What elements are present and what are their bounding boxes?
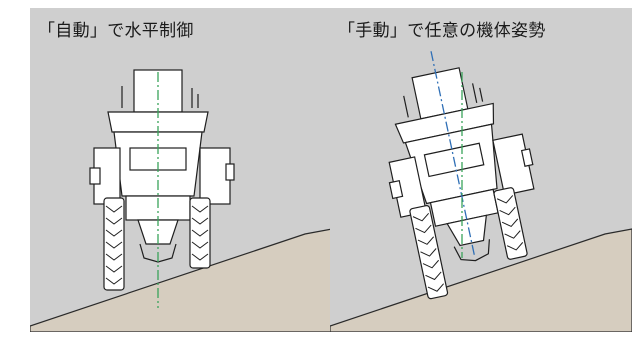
machine-axis-line [430,51,476,257]
manual-posture-panel: 「手動」で任意の機体姿勢 [330,8,632,332]
manual-posture-illustration [330,8,632,332]
auto-level-caption: 「自動」で水平制御 [38,21,194,41]
track-treads [105,205,209,285]
slope-ground [330,228,632,332]
slope-ground [30,228,332,332]
auto-level-illustration [30,8,332,332]
tractor-tilted [388,51,535,300]
auto-level-panel: 「自動」で水平制御 [30,8,332,332]
manual-posture-caption: 「手動」で任意の機体姿勢 [338,21,546,41]
